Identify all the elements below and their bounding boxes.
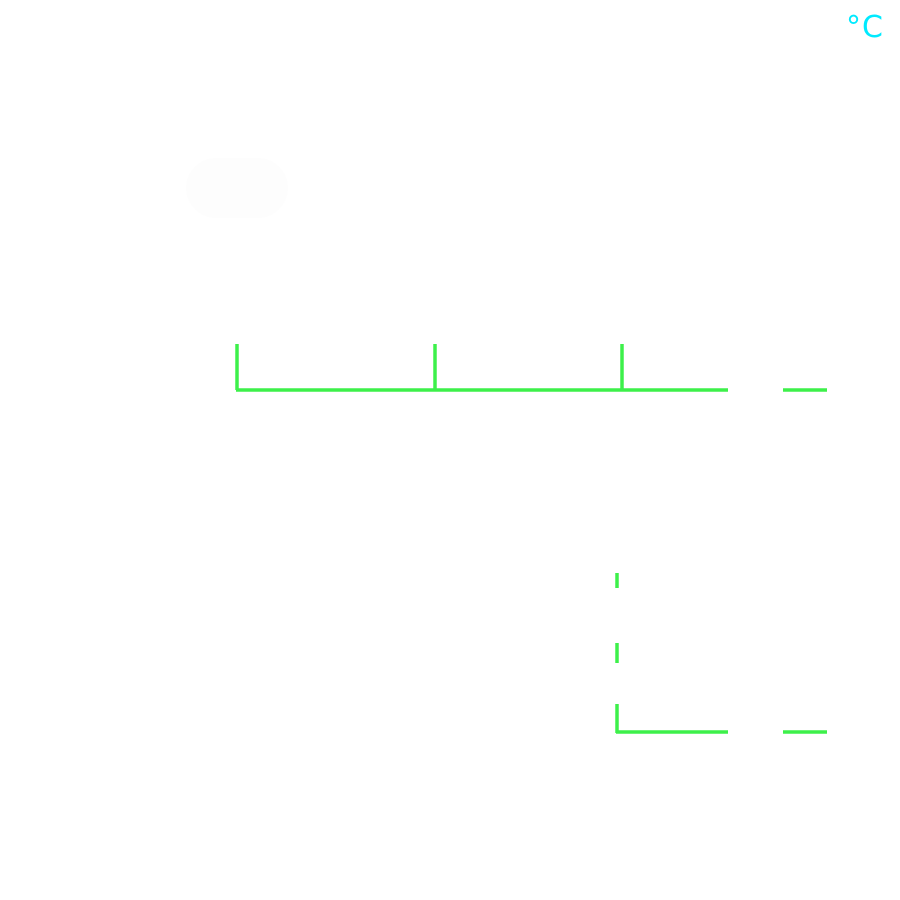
unit-label: °C <box>846 10 884 45</box>
faint-blob <box>186 158 288 218</box>
